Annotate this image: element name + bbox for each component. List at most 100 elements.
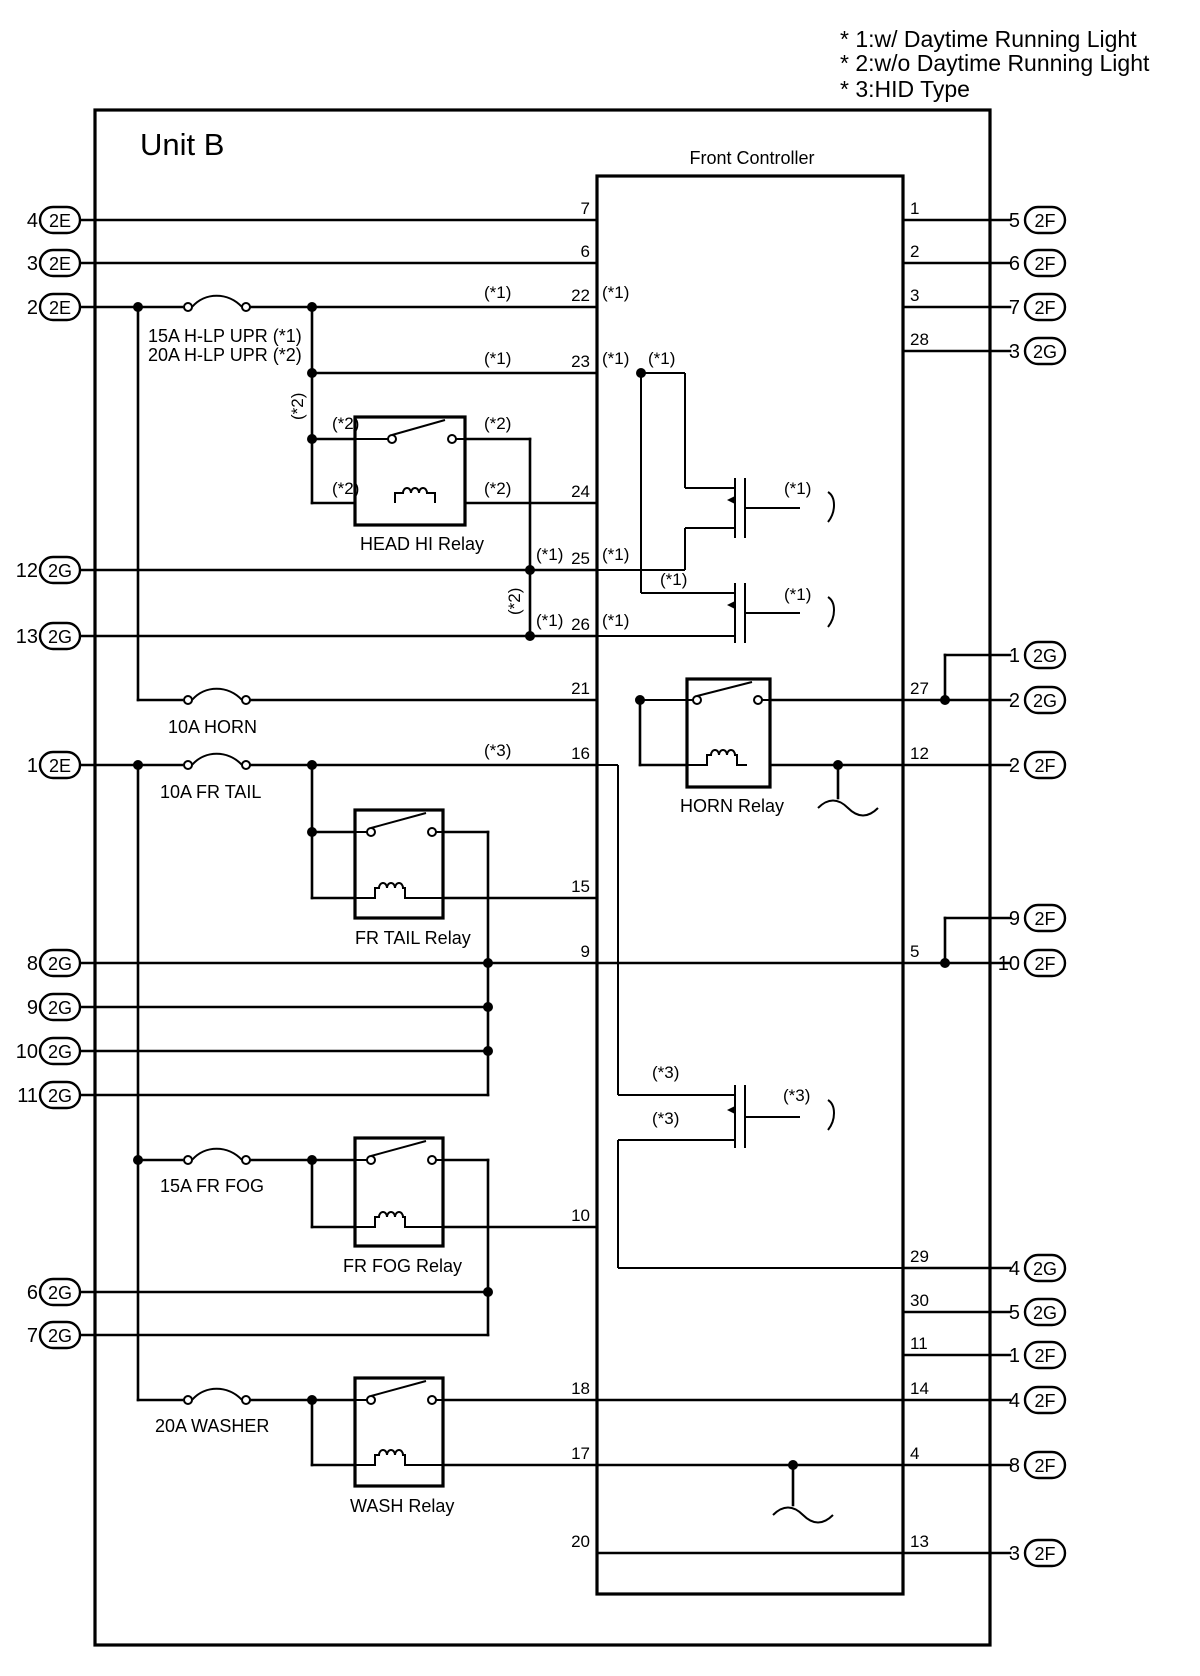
annotation-w1: (*1): [536, 611, 563, 630]
pin-label: 1: [910, 199, 919, 218]
svg-text:2F: 2F: [1034, 254, 1055, 274]
connector-right: 10 2F: [998, 948, 1067, 978]
connector-right: 6 2F: [1009, 248, 1067, 278]
connector-right: 2 2F: [1009, 750, 1067, 780]
svg-text:13: 13: [16, 626, 38, 648]
svg-text:2E: 2E: [49, 298, 71, 318]
fuse-label-hlp-upr-2: 20A H-LP UPR (*2): [148, 345, 302, 365]
controller-title: Front Controller: [689, 148, 814, 168]
connector-left: 4 2E: [27, 205, 82, 235]
ground-icon: [827, 596, 835, 628]
svg-text:3: 3: [27, 253, 38, 275]
connector-left: 13 2G: [16, 621, 82, 651]
svg-text:2G: 2G: [48, 1086, 72, 1106]
svg-text:8: 8: [1009, 1455, 1020, 1477]
svg-text:6: 6: [27, 1282, 38, 1304]
relay-head-hi: [353, 415, 467, 527]
pin-label: 28: [910, 330, 929, 349]
svg-text:2F: 2F: [1034, 1346, 1055, 1366]
svg-text:2: 2: [27, 297, 38, 319]
fuse-fr-fog: [183, 1147, 251, 1165]
connector-right: 3 2F: [1009, 1538, 1067, 1568]
relay-label-fr-tail: FR TAIL Relay: [355, 928, 471, 948]
annotations: (*1) (*1) (*1) (*1) (*1) (*2) (*2) (*2) …: [288, 283, 811, 1128]
pin-label: 5: [910, 942, 919, 961]
svg-text:5: 5: [1009, 210, 1020, 232]
relays: HEAD HI Relay HORN Relay FR TAIL Relay: [343, 415, 784, 1516]
fuse-fr-tail: [183, 752, 251, 770]
ground-symbols: [772, 491, 879, 1524]
pin-label: 6: [581, 242, 590, 261]
connector-left: 1 2E: [27, 750, 82, 780]
annotation-w2-vertical: (*2): [505, 588, 524, 615]
annotation-w1: (*1): [484, 283, 511, 302]
note-2: * 2:w/o Daytime Running Light: [840, 50, 1150, 76]
svg-text:2F: 2F: [1034, 298, 1055, 318]
svg-text:2G: 2G: [1033, 342, 1057, 362]
connector-left: 10 2G: [16, 1036, 82, 1066]
fuses: 15A H-LP UPR (*1) 20A H-LP UPR (*2) 10A …: [148, 294, 302, 1436]
left-connectors: 4 2E 3 2E 2 2E 12 2G 13 2G 1 2E: [16, 205, 82, 1350]
svg-text:2G: 2G: [1033, 1259, 1057, 1279]
pin-label: 16: [571, 744, 590, 763]
svg-text:2F: 2F: [1034, 756, 1055, 776]
fuse-label-fr-tail: 10A FR TAIL: [160, 782, 261, 802]
connector-left: 12 2G: [16, 555, 82, 585]
svg-text:2F: 2F: [1034, 211, 1055, 231]
svg-text:9: 9: [27, 997, 38, 1019]
svg-text:10: 10: [16, 1041, 38, 1063]
svg-text:2G: 2G: [48, 1283, 72, 1303]
pin-label: 30: [910, 1291, 929, 1310]
svg-text:1: 1: [27, 755, 38, 777]
pin-label: 22: [571, 286, 590, 305]
connector-right: 1 2F: [1009, 1340, 1067, 1370]
pin-label: 13: [910, 1532, 929, 1551]
annotation-w1: (*1): [784, 585, 811, 604]
svg-text:1: 1: [1009, 1345, 1020, 1367]
svg-text:2G: 2G: [1033, 646, 1057, 666]
connector-right: 7 2F: [1009, 292, 1067, 322]
annotation-w3: (*3): [652, 1063, 679, 1082]
svg-text:2F: 2F: [1034, 1544, 1055, 1564]
svg-text:2: 2: [1009, 690, 1020, 712]
connector-left: 8 2G: [27, 948, 82, 978]
annotation-w2: (*2): [484, 414, 511, 433]
annotation-w2-vertical: (*2): [288, 393, 307, 420]
notes: * 1:w/ Daytime Running Light * 2:w/o Day…: [840, 26, 1150, 102]
front-controller-box: [595, 174, 905, 1596]
annotation-w3: (*3): [783, 1086, 810, 1105]
pin-label: 29: [910, 1247, 929, 1266]
fuse-hlp-upr: [183, 294, 251, 312]
svg-text:2F: 2F: [1034, 909, 1055, 929]
annotation-w1: (*1): [784, 479, 811, 498]
right-connectors: 5 2F 6 2F 7 2F 3 2G 1 2G 2 2G: [998, 205, 1067, 1568]
annotation-w1: (*1): [602, 545, 629, 564]
svg-text:2G: 2G: [1033, 691, 1057, 711]
pin-label: 12: [910, 744, 929, 763]
connector-right: 9 2F: [1009, 903, 1067, 933]
svg-text:2: 2: [1009, 755, 1020, 777]
annotation-w1: (*1): [602, 349, 629, 368]
pin-label: 10: [571, 1206, 590, 1225]
svg-text:4: 4: [27, 210, 38, 232]
annotation-w1: (*1): [648, 349, 675, 368]
pin-label: 11: [910, 1334, 928, 1353]
svg-text:11: 11: [17, 1085, 38, 1107]
connector-left: 11 2G: [17, 1080, 82, 1110]
svg-text:2G: 2G: [48, 561, 72, 581]
connector-right: 8 2F: [1009, 1450, 1067, 1480]
connector-left: 7 2G: [27, 1320, 82, 1350]
fuse-horn: [183, 687, 251, 705]
connector-left: 2 2E: [27, 292, 82, 322]
svg-text:2F: 2F: [1034, 1456, 1055, 1476]
svg-text:2G: 2G: [48, 1326, 72, 1346]
svg-text:2G: 2G: [48, 627, 72, 647]
pin-label: 15: [571, 877, 590, 896]
relay-wash: [353, 1376, 445, 1488]
svg-text:10: 10: [998, 953, 1020, 975]
svg-text:2G: 2G: [1033, 1303, 1057, 1323]
pin-label: 24: [571, 482, 590, 501]
svg-text:2G: 2G: [48, 1042, 72, 1062]
svg-text:4: 4: [1009, 1258, 1020, 1280]
svg-text:6: 6: [1009, 253, 1020, 275]
